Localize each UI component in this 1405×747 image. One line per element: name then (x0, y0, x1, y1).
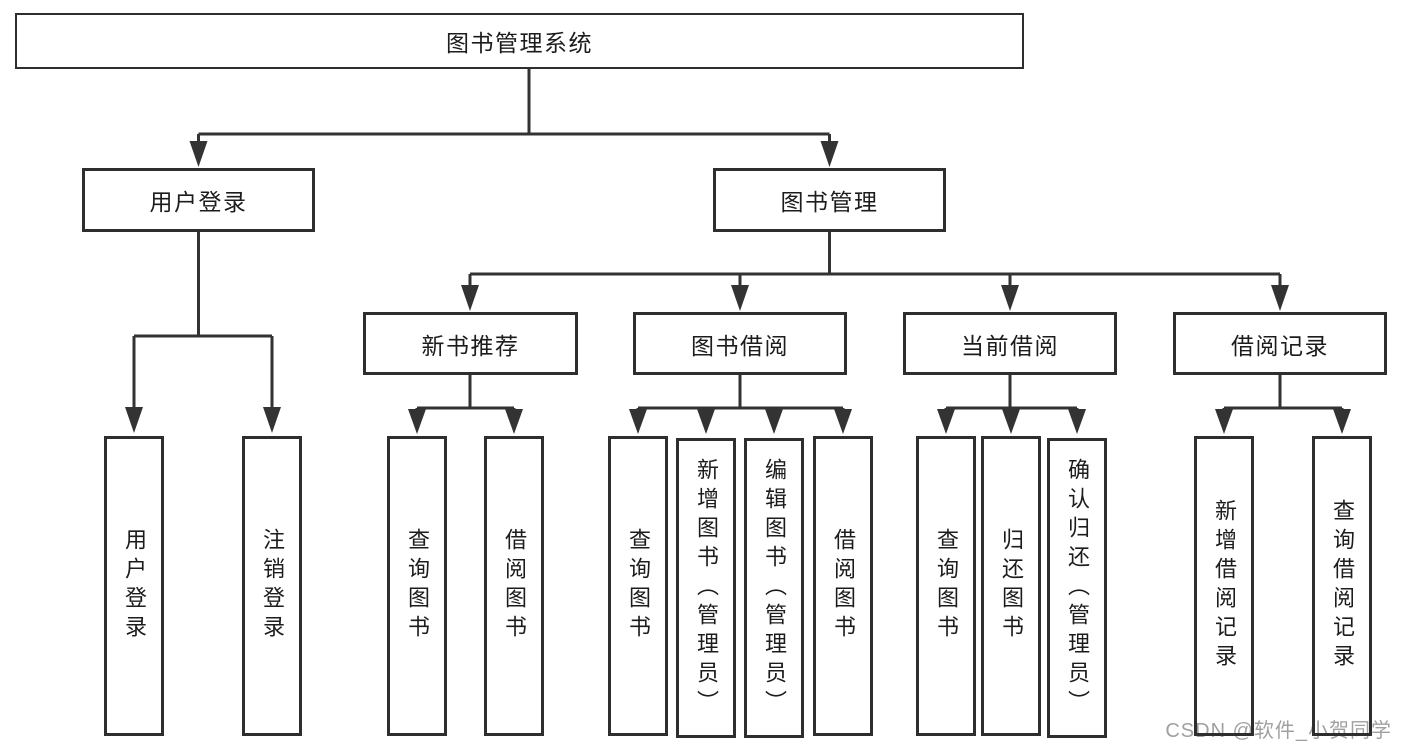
leaf-label: 查询图书 (405, 528, 430, 644)
leaf-label: 借阅图书 (831, 528, 856, 644)
connector-book-management-children (468, 231, 1282, 287)
leaf-query-books-borrowing: 查询图书 (608, 436, 668, 736)
node-label: 图书借阅 (691, 332, 789, 359)
node-label: 新书推荐 (421, 332, 520, 359)
arrow-down-icon (461, 285, 479, 311)
leaf-add-borrow-record: 新增借阅记录 (1194, 436, 1254, 736)
leaf-borrow-books-borrowing: 借阅图书 (813, 436, 873, 736)
node-book-borrowing: 图书借阅 (633, 312, 847, 375)
leaf-label: 查询借阅记录 (1330, 499, 1355, 673)
arrow-down-icon (820, 141, 839, 167)
leaf-query-books-recommend: 查询图书 (387, 436, 447, 736)
node-label: 借阅记录 (1231, 332, 1329, 359)
node-user-login: 用户登录 (82, 168, 315, 232)
connector-current-borrowing-children (944, 374, 1079, 411)
arrow-down-icon (1271, 285, 1289, 311)
arrow-down-icon (731, 285, 749, 311)
connector-borrow-records-children (1222, 374, 1344, 411)
arrow-down-icon (125, 407, 143, 433)
leaf-label: 新增借阅记录 (1212, 499, 1237, 673)
node-label: 用户登录 (149, 189, 248, 215)
connector-book-borrowing-children (636, 374, 845, 411)
arrow-down-icon (1068, 409, 1086, 434)
arrow-down-icon (937, 409, 955, 434)
connector-user-login-children (132, 231, 274, 409)
node-label: 当前借阅 (961, 332, 1059, 359)
arrow-down-icon (765, 409, 783, 434)
leaf-query-borrow-record: 查询借阅记录 (1312, 436, 1372, 736)
leaf-label: 注销登录 (260, 528, 285, 644)
arrow-down-icon (697, 409, 715, 434)
arrow-down-icon (189, 141, 208, 167)
leaf-label: 新增图书（管理员） (694, 457, 719, 719)
node-label: 图书管理系统 (446, 30, 593, 56)
leaf-user-login: 用户登录 (104, 436, 164, 736)
leaf-label: 用户登录 (122, 528, 147, 644)
connector-root-to-level2 (197, 69, 831, 143)
node-new-book-recommendation: 新书推荐 (363, 312, 578, 375)
arrow-down-icon (1002, 409, 1020, 434)
leaf-label: 归还图书 (999, 528, 1024, 644)
leaf-label: 借阅图书 (502, 528, 527, 644)
node-current-borrowing: 当前借阅 (903, 312, 1117, 375)
leaf-confirm-return-admin: 确认归还（管理员） (1047, 438, 1107, 738)
connector-new-book-children (415, 374, 516, 411)
leaf-label: 查询图书 (934, 528, 959, 644)
arrow-down-icon (1333, 409, 1351, 434)
node-borrow-records: 借阅记录 (1173, 312, 1387, 375)
arrow-down-icon (505, 409, 523, 434)
arrow-down-icon (408, 409, 426, 434)
leaf-logout-login: 注销登录 (242, 436, 302, 736)
leaf-edit-books-admin: 编辑图书（管理员） (744, 438, 804, 738)
leaf-label: 编辑图书（管理员） (762, 457, 787, 719)
node-label: 图书管理 (780, 189, 879, 215)
arrowheads (125, 141, 1351, 434)
leaf-borrow-books-recommend: 借阅图书 (484, 436, 544, 736)
arrow-down-icon (834, 409, 852, 434)
arrow-down-icon (629, 409, 647, 434)
node-root: 图书管理系统 (15, 13, 1024, 69)
arrow-down-icon (263, 407, 281, 433)
arrow-down-icon (1215, 409, 1233, 434)
leaf-return-books: 归还图书 (981, 436, 1041, 736)
leaf-label: 查询图书 (626, 528, 651, 644)
csdn-watermark: CSDN @软件_小贺同学 (1165, 720, 1392, 742)
leaf-label: 确认归还（管理员） (1065, 457, 1090, 719)
leaf-query-books-current: 查询图书 (916, 436, 976, 736)
arrow-down-icon (1001, 285, 1019, 311)
leaf-add-books-admin: 新增图书（管理员） (676, 438, 736, 738)
node-book-management: 图书管理 (713, 168, 946, 232)
